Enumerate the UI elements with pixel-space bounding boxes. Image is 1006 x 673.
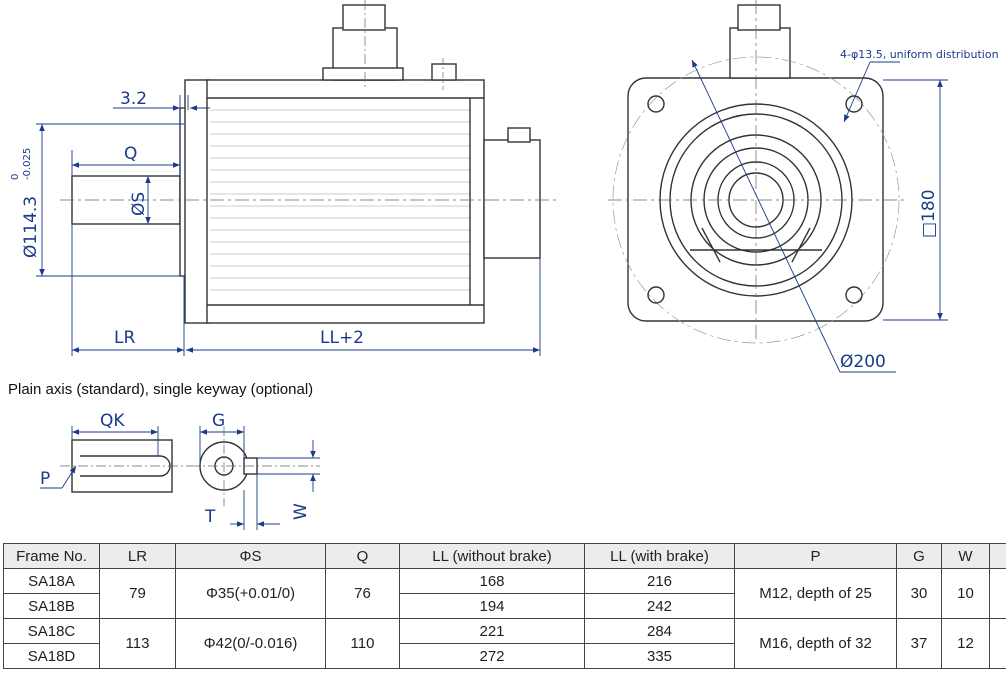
table-row: SA18C 113 Φ42(0/-0.016) 110 221 284 M16,… bbox=[3, 618, 1006, 669]
dim-shaft-key-length: Q bbox=[124, 144, 137, 164]
side-view bbox=[60, 0, 560, 324]
table-row: SA18A 79 Φ35(+0.01/0) 76 168 216 M12, de… bbox=[3, 568, 1006, 619]
cell-w: 12 bbox=[941, 618, 990, 669]
mount-hole-br bbox=[845, 286, 863, 304]
cell-lr: 79 bbox=[99, 568, 176, 619]
mount-hole-tl bbox=[647, 95, 665, 113]
table-row: SA18B 194 242 bbox=[3, 593, 1006, 619]
col-ll-no-brake: LL (without brake) bbox=[399, 543, 585, 569]
spec-table: Frame No. LR ΦS Q LL (without brake) LL … bbox=[3, 543, 1006, 669]
col-t: T bbox=[989, 543, 1006, 569]
dim-key-depth: T bbox=[204, 507, 216, 527]
col-ll-brake: LL (with brake) bbox=[584, 543, 735, 569]
encoder-cover bbox=[483, 139, 541, 259]
front-view bbox=[608, 0, 904, 344]
table-row: SA18D 272 335 bbox=[3, 643, 1006, 669]
cell-frame: SA18B bbox=[3, 593, 100, 619]
table-header-row: Frame No. LR ΦS Q LL (without brake) LL … bbox=[3, 543, 1006, 569]
col-g: G bbox=[896, 543, 942, 569]
dim-body-length: LL+2 bbox=[320, 328, 364, 348]
cell-ll-brake: 284 bbox=[584, 618, 735, 644]
cell-g: 37 bbox=[896, 618, 942, 669]
body-fins bbox=[210, 109, 470, 291]
front-view-dimensions bbox=[691, 59, 948, 373]
cell-ll-brake: 335 bbox=[584, 643, 735, 669]
dim-thread: P bbox=[40, 469, 50, 489]
cell-ll-no-brake: 194 bbox=[399, 593, 585, 619]
cell-p: M12, depth of 25 bbox=[734, 568, 897, 619]
cell-ll-brake: 216 bbox=[584, 568, 735, 594]
cell-q: 110 bbox=[325, 618, 400, 669]
pcd-circle bbox=[612, 56, 900, 344]
shaft-detail-caption: Plain axis (standard), single keyway (op… bbox=[8, 381, 314, 398]
mount-hole-tr bbox=[845, 95, 863, 113]
cell-s: Φ42(0/-0.016) bbox=[175, 618, 326, 669]
encoder-connector bbox=[431, 63, 457, 81]
side-view-dimensions bbox=[36, 95, 541, 356]
motor-body bbox=[206, 79, 485, 324]
dim-key-length: QK bbox=[100, 411, 125, 431]
cell-w: 10 bbox=[941, 568, 990, 619]
col-s: ΦS bbox=[175, 543, 326, 569]
col-lr: LR bbox=[99, 543, 176, 569]
dim-spigot-tol-upper: 0 bbox=[10, 174, 21, 180]
note-mount-holes: 4-φ13.5, uniform distribution bbox=[840, 48, 999, 61]
dim-key-height: G bbox=[212, 411, 225, 431]
mount-hole-bl bbox=[647, 286, 665, 304]
dim-shaft-dia: ØS bbox=[129, 192, 149, 216]
dim-spigot-dia: Ø114.3 bbox=[21, 196, 41, 258]
flange-plate bbox=[184, 79, 210, 324]
cell-lr: 113 bbox=[99, 618, 176, 669]
col-p: P bbox=[734, 543, 897, 569]
col-q: Q bbox=[325, 543, 400, 569]
dim-flange-square: □180 bbox=[919, 189, 939, 238]
cell-ll-no-brake: 272 bbox=[399, 643, 585, 669]
cell-ll-brake: 242 bbox=[584, 593, 735, 619]
cell-q: 76 bbox=[325, 568, 400, 619]
shaft-detail bbox=[60, 426, 320, 506]
cell-s: Φ35(+0.01/0) bbox=[175, 568, 326, 619]
dim-pcd: Ø200 bbox=[840, 352, 886, 372]
cell-frame: SA18D bbox=[3, 643, 100, 669]
cell-g: 30 bbox=[896, 568, 942, 619]
col-w: W bbox=[941, 543, 990, 569]
dim-flange-thickness: 3.2 bbox=[120, 89, 147, 109]
cell-ll-no-brake: 168 bbox=[399, 568, 585, 594]
cell-p: M16, depth of 32 bbox=[734, 618, 897, 669]
dim-shaft-length: LR bbox=[114, 328, 135, 348]
cell-t: 8 bbox=[989, 568, 1006, 619]
cell-frame: SA18A bbox=[3, 568, 100, 594]
dim-spigot-tol-lower: -0.025 bbox=[22, 148, 33, 180]
dim-key-width: W bbox=[291, 503, 311, 520]
cell-frame: SA18C bbox=[3, 618, 100, 644]
cell-ll-no-brake: 221 bbox=[399, 618, 585, 644]
cell-t: 8 bbox=[989, 618, 1006, 669]
col-frame: Frame No. bbox=[3, 543, 100, 569]
shaft-detail-dimensions bbox=[40, 426, 320, 530]
motor-dimension-drawing: 3.2 Q ØS Ø114.3 0 -0.025 LR LL+2 bbox=[10, 0, 999, 530]
